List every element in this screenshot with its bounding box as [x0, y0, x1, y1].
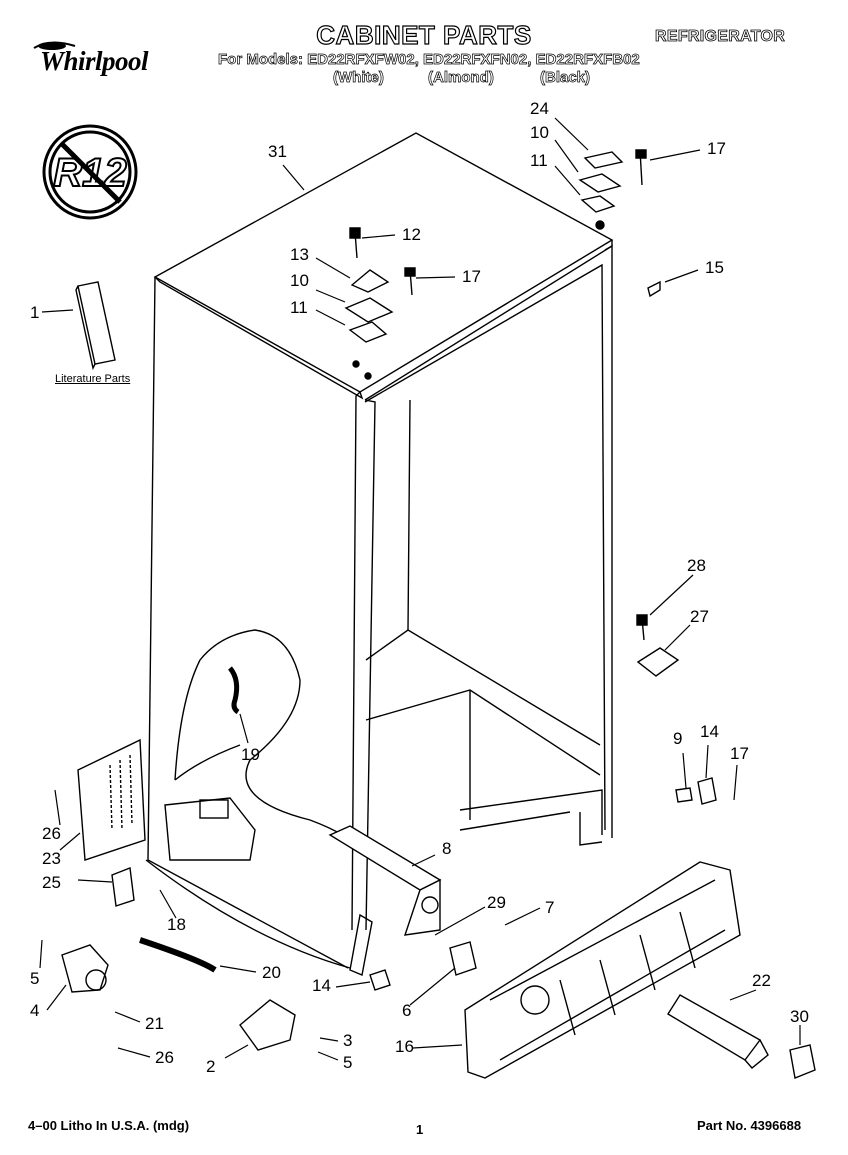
- callout-28: 28: [687, 556, 706, 575]
- cabinet-shell: [145, 132, 614, 976]
- bracket-25: [111, 867, 135, 907]
- condenser-motor: [61, 944, 109, 993]
- drain-tube: [227, 666, 240, 715]
- drain-tray: [328, 825, 442, 936]
- callout-29: 29: [487, 893, 506, 912]
- callout-31: 31: [268, 142, 287, 161]
- leader-lines: [39, 117, 801, 1061]
- callout-22: 22: [752, 971, 771, 990]
- callout-26: 26: [42, 824, 61, 843]
- callout-19: 19: [241, 745, 260, 764]
- color-white: (White): [333, 69, 385, 87]
- grille: [464, 861, 741, 1079]
- water-filter: [667, 994, 769, 1069]
- callout-17: 17: [707, 139, 726, 158]
- bracket-14: [697, 777, 717, 805]
- callout-21: 21: [145, 1014, 164, 1033]
- callout-27: 27: [690, 607, 709, 626]
- filter-cap: [789, 1044, 816, 1079]
- color-almond: (Almond): [428, 69, 495, 87]
- callout-13: 13: [290, 245, 309, 264]
- brand-text: Whirlpool: [40, 46, 149, 76]
- callout-10: 10: [530, 123, 549, 142]
- bracket-9: [675, 787, 693, 803]
- top-hinge-left: [344, 227, 416, 380]
- callout-23: 23: [42, 849, 61, 868]
- callout-12: 12: [402, 225, 421, 244]
- literature-booklet: [75, 281, 116, 371]
- litho-note: 4–00 Litho In U.S.A. (mdg): [28, 1118, 190, 1133]
- door-stop-part: [636, 614, 680, 677]
- callout-11: 11: [530, 151, 548, 170]
- tube-20: [139, 937, 217, 973]
- callout-24: 24: [530, 99, 549, 118]
- callout-26: 26: [155, 1048, 174, 1067]
- callout-2: 2: [206, 1057, 216, 1076]
- callout-11: 11: [290, 298, 308, 317]
- callout-15: 15: [705, 258, 724, 277]
- callout-20: 20: [262, 963, 281, 982]
- page-number: 1: [416, 1122, 424, 1137]
- callout-9: 9: [673, 729, 683, 748]
- callout-25: 25: [42, 873, 61, 892]
- callout-16: 16: [395, 1037, 414, 1056]
- color-black: (Black): [540, 69, 591, 87]
- callout-4: 4: [30, 1001, 40, 1020]
- callout-6: 6: [402, 1001, 412, 1020]
- callout-30: 30: [790, 1007, 809, 1026]
- part-number: Part No. 4396688: [697, 1118, 802, 1133]
- r12-prohibited-icon: R12: [40, 122, 140, 222]
- callout-5: 5: [30, 969, 40, 988]
- whirlpool-logo: Whirlpool: [30, 38, 170, 80]
- callout-3: 3: [343, 1031, 353, 1050]
- callout-10: 10: [290, 271, 309, 290]
- appliance-label: REFRIGERATOR: [655, 28, 786, 46]
- callout-14: 14: [312, 976, 331, 995]
- callout-18: 18: [167, 915, 186, 934]
- bracket-14b: [369, 969, 391, 991]
- relay-block: [164, 797, 256, 861]
- callout-7: 7: [545, 898, 555, 917]
- hinge-bracket: [239, 999, 296, 1051]
- callout-17: 17: [730, 744, 749, 763]
- top-hinge-right: [578, 149, 647, 230]
- cover-6: [449, 941, 477, 976]
- callout-5: 5: [343, 1053, 353, 1072]
- callout-8: 8: [442, 839, 452, 858]
- callout-1: 1: [30, 303, 40, 322]
- models-line: For Models: ED22RFXFW02, ED22RFXFN02, ED…: [218, 51, 640, 69]
- callout-14: 14: [700, 722, 719, 741]
- callout-17: 17: [462, 267, 481, 286]
- literature-parts-label: Literature Parts: [55, 373, 131, 385]
- control-bracket: [77, 738, 146, 861]
- page-title: CABINET PARTS: [316, 19, 532, 50]
- clip-part: [647, 280, 661, 298]
